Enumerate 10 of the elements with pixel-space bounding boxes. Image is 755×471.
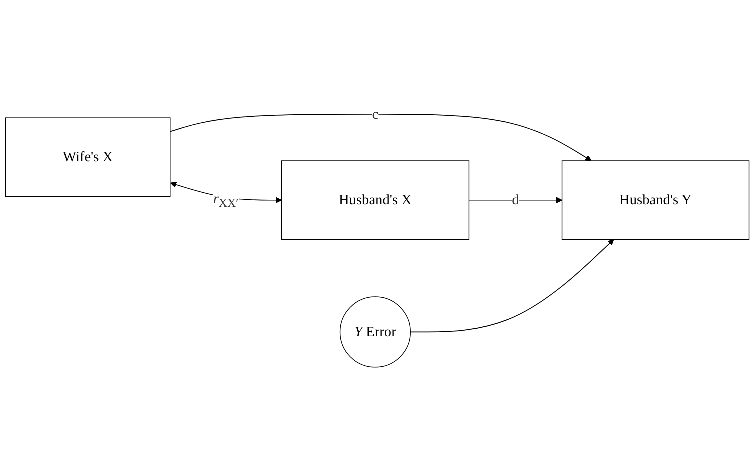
node-circle: Y Error [340, 296, 412, 368]
arrow [468, 197, 563, 204]
arrow [410, 239, 614, 333]
edge-label: d [512, 192, 520, 208]
node-box: Husband's X [281, 160, 470, 240]
edge-label: c [372, 106, 379, 122]
node-box: Husband's Y [562, 160, 750, 240]
arrow [170, 114, 592, 162]
edge-label: r$_{XX′}$ [213, 191, 239, 210]
node-box: Wife's X [5, 118, 171, 198]
